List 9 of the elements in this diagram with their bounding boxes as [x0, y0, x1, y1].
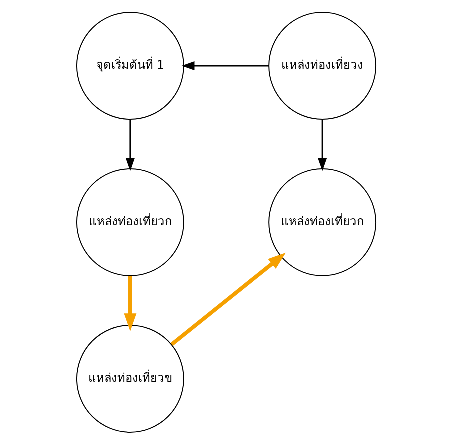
arrow [125, 120, 134, 172]
node-circle: แหล่งท่องเที่ยวง [268, 12, 376, 120]
arrow [318, 120, 327, 172]
arrow [170, 252, 286, 346]
node-circle: แหล่งท่องเที่ยวก [76, 168, 184, 276]
arrow [124, 276, 136, 332]
node-circle: แหล่งท่องเที่ยวข [76, 325, 184, 433]
node-circle: จุดเริ่มต้นที่ 1 [76, 12, 184, 120]
arrow [181, 62, 269, 71]
